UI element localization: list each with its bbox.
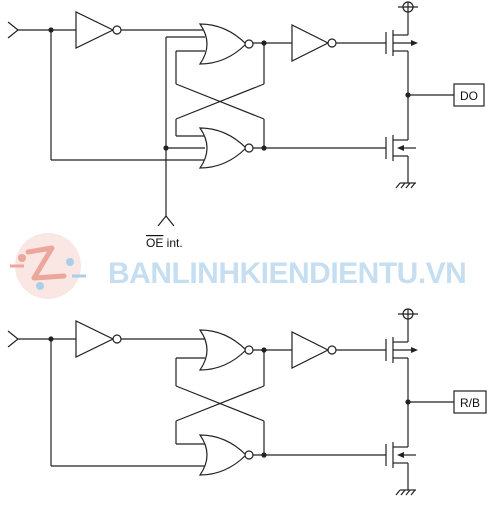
do-output-box <box>453 83 485 107</box>
oe-input-terminal <box>157 215 175 227</box>
nor-gate-lower <box>198 434 254 476</box>
watermark-logo <box>10 233 86 299</box>
inverter-gate <box>75 11 122 49</box>
pmos-transistor <box>385 337 418 363</box>
junction-dot <box>261 452 267 458</box>
nor-gate-upper <box>198 23 254 65</box>
pmos-transistor <box>385 30 418 56</box>
output-circuit-top: OE int. DO <box>7 1 485 250</box>
inverter-gate <box>291 24 337 62</box>
ground-symbol <box>395 182 417 189</box>
ground-symbol <box>395 489 417 496</box>
watermark: BANLINHKIENDIENTU.VN <box>10 233 467 299</box>
nor-gate-upper <box>198 329 254 371</box>
vdd-symbol <box>398 308 418 320</box>
input-terminal <box>7 21 19 39</box>
watermark-text: BANLINHKIENDIENTU.VN <box>108 257 466 290</box>
nmos-transistor <box>385 442 416 468</box>
input-terminal <box>7 330 19 348</box>
junction-dot <box>261 145 267 151</box>
output-circuit-bottom: R/B <box>7 308 487 496</box>
nor-gate-lower <box>198 127 254 169</box>
vdd-symbol <box>398 1 418 13</box>
nmos-transistor <box>385 135 416 161</box>
do-output-label: DO <box>460 89 478 103</box>
rb-output-label: R/B <box>460 396 480 410</box>
oe-int-label: OE int. <box>146 236 183 250</box>
inverter-gate <box>291 331 337 369</box>
rb-output-box <box>453 390 487 414</box>
inverter-gate <box>75 320 122 358</box>
